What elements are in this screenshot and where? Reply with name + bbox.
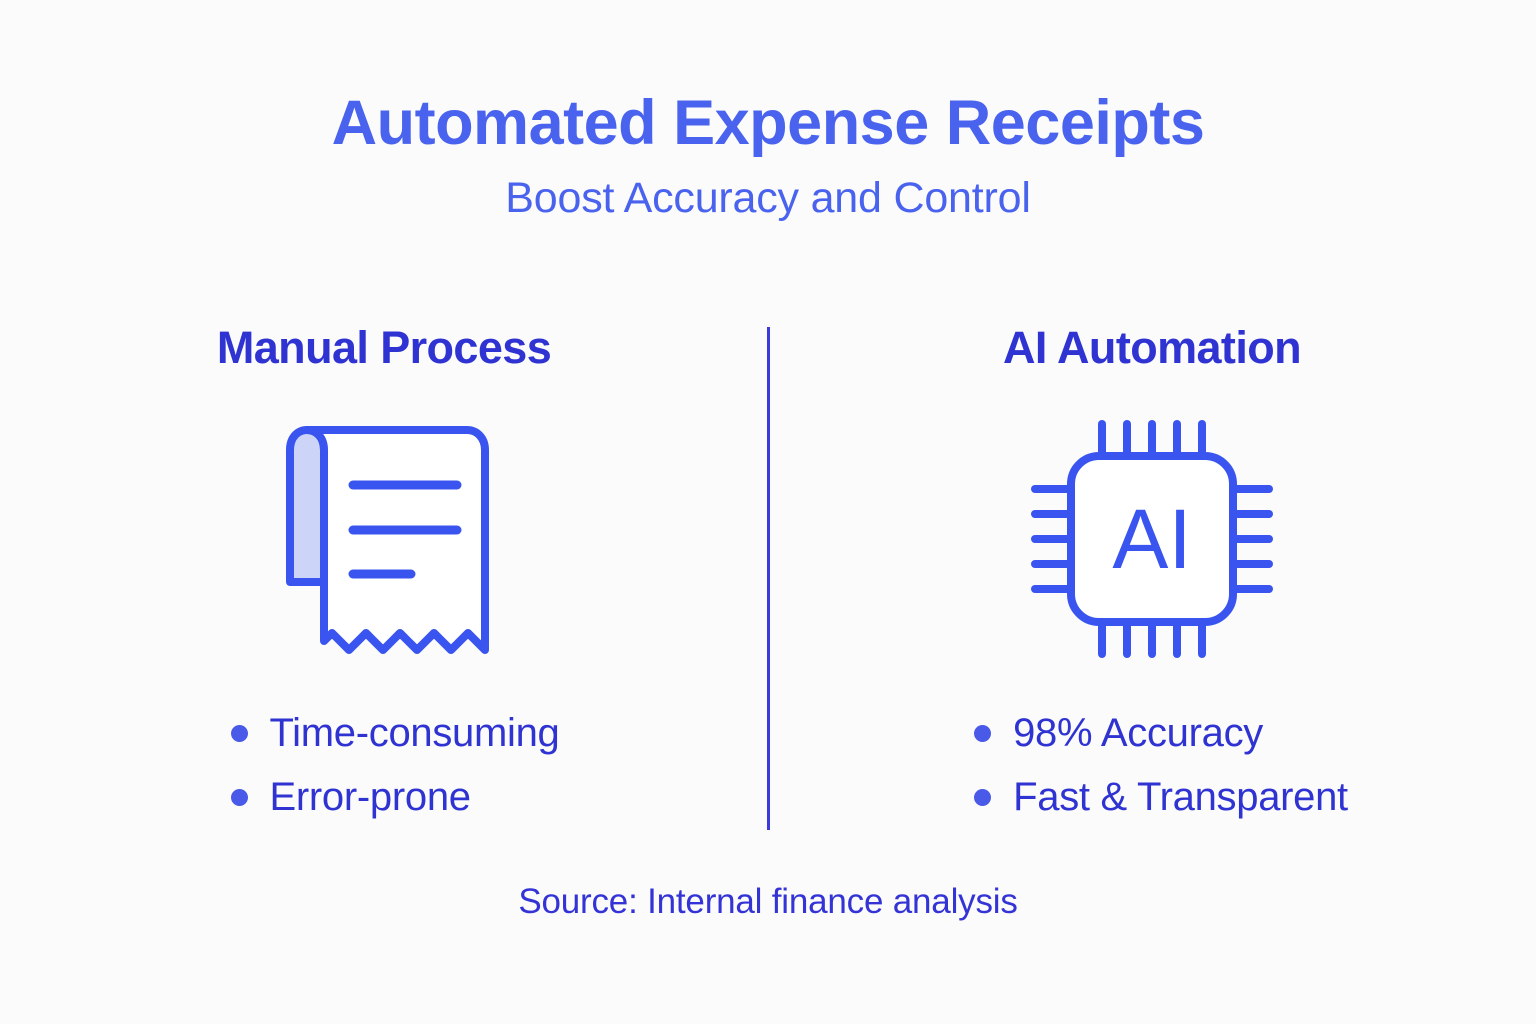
comparison-columns: Manual Process Time-consuming (0, 325, 1536, 818)
column-divider (767, 327, 770, 830)
list-item: Time-consuming (230, 711, 560, 755)
ai-chip-icon: AI (1021, 414, 1283, 664)
bullet-label: Time-consuming (269, 711, 560, 755)
bullet-list-manual: Time-consuming Error-prone (230, 711, 560, 819)
page-title: Automated Expense Receipts (331, 88, 1205, 158)
bullet-label: Fast & Transparent (1013, 775, 1348, 819)
header: Automated Expense Receipts Boost Accurac… (0, 92, 1536, 220)
bullet-label: 98% Accuracy (1013, 711, 1263, 755)
ai-chip-label: AI (1112, 492, 1191, 586)
list-item: Fast & Transparent (974, 776, 1348, 818)
bullet-dot-icon (230, 724, 248, 742)
list-item: Error-prone (230, 775, 560, 819)
bullet-dot-icon (230, 788, 248, 806)
source-note: Source: Internal finance analysis (518, 882, 1018, 921)
bullet-label: Error-prone (269, 775, 472, 819)
column-heading-ai: AI Automation (1003, 322, 1302, 373)
bullet-dot-icon (974, 788, 992, 806)
bullet-list-ai: 98% Accuracy Fast & Transparent (974, 712, 1348, 818)
page-subtitle: Boost Accuracy and Control (505, 174, 1031, 222)
list-item: 98% Accuracy (974, 712, 1348, 754)
column-heading-manual: Manual Process (216, 322, 552, 373)
bullet-dot-icon (974, 724, 992, 742)
column-manual-process: Manual Process Time-consuming (0, 325, 768, 818)
receipt-icon (259, 414, 509, 664)
column-ai-automation: AI Automation (768, 325, 1536, 818)
